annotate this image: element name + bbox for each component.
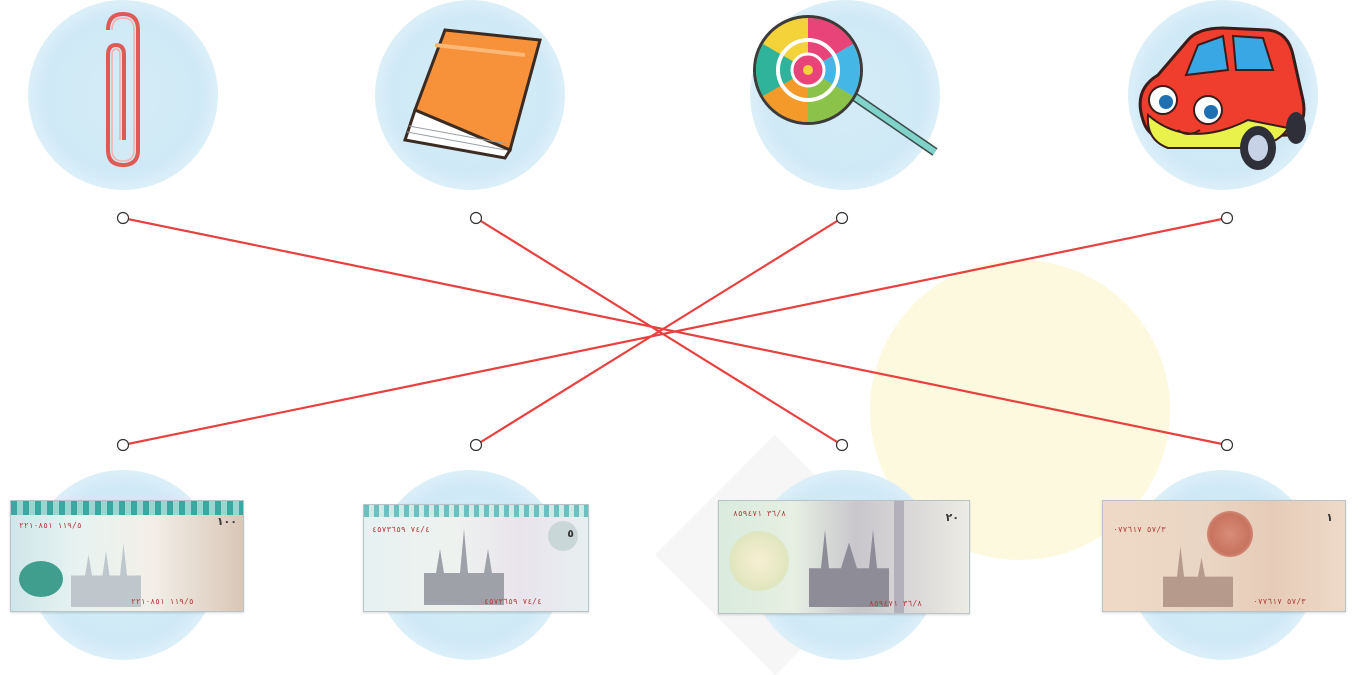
banknote-serial-bottom: ١١٩/٥ ٢٢١٠٨٥١ — [131, 597, 194, 606]
top-anchor-book[interactable] — [469, 211, 483, 225]
bottom-anchor-banknote-1[interactable] — [1220, 438, 1234, 452]
paperclip-card — [28, 0, 218, 190]
banknote-stripe — [894, 501, 904, 613]
book-card — [375, 0, 565, 190]
car-icon — [1138, 26, 1306, 170]
lollipop-card — [750, 0, 940, 190]
banknote-5: ٧٤/٤ ٤٥٧٣٦٥٩ ٧٤/٤ ٤٥٧٣٦٥٩ ٥ — [363, 504, 589, 612]
bottom-anchor-banknote-20[interactable] — [835, 438, 849, 452]
banknote-serial: ٣٦/٨ ٨٥٩٤٧١ — [733, 509, 786, 518]
banknote-1-card: ٥٧/٣ ٠٧٧٦١٧ ٥٧/٣ ٠٧٧٦١٧ ١ — [1102, 470, 1346, 660]
banknote-serial: ٧٤/٤ ٤٥٧٣٦٥٩ — [372, 525, 430, 534]
banknote-serial-bottom: ٧٤/٤ ٤٥٧٣٦٥٩ — [484, 597, 542, 606]
bottom-anchor-banknote-100[interactable] — [116, 438, 130, 452]
banknote-serial-bottom: ٥٧/٣ ٠٧٧٦١٧ — [1253, 597, 1306, 606]
lollipop-icon — [753, 15, 938, 156]
banknote-denomination: ١٠٠ — [216, 515, 237, 528]
banknote-rosette — [729, 531, 789, 591]
bottom-anchor-banknote-5[interactable] — [469, 438, 483, 452]
top-anchor-lollipop[interactable] — [835, 211, 849, 225]
banknote-denomination: ٥ — [567, 527, 574, 540]
banknote-denomination: ١ — [1326, 511, 1333, 524]
banknote-20: ٣٦/٨ ٨٥٩٤٧١ ٣٦/٨ ٨٥٩٤٧١ ٢٠ — [718, 500, 970, 614]
paperclip-icon — [106, 11, 140, 168]
banknote-100-card: ١١٩/٥ ٢٢١٠٨٥١ ١١٩/٥ ٢٢١٠٨٥١ ١٠٠ — [10, 470, 244, 660]
top-anchor-toy-car[interactable] — [1220, 211, 1234, 225]
matching-exercise: ١١٩/٥ ٢٢١٠٨٥١ ١١٩/٥ ٢٢١٠٨٥١ ١٠٠ ٧٤/٤ ٤٥٧… — [10, 0, 1346, 660]
banknote-medallion — [19, 561, 63, 597]
match-lines-layer — [116, 211, 1234, 452]
banknote-medallion — [548, 521, 578, 551]
banknote-serial: ٥٧/٣ ٠٧٧٦١٧ — [1113, 525, 1166, 534]
banknote-border-top — [364, 505, 588, 517]
banknote-serial: ١١٩/٥ ٢٢١٠٨٥١ — [19, 521, 82, 530]
match-line-lollipop-to-banknote-5[interactable] — [475, 217, 843, 446]
book-icon — [403, 28, 542, 160]
banknote-20-card: ٣٦/٨ ٨٥٩٤٧١ ٣٦/٨ ٨٥٩٤٧١ ٢٠ — [718, 470, 970, 660]
banknote-rosette — [1207, 511, 1253, 557]
banknote-5-card: ٧٤/٤ ٤٥٧٣٦٥٩ ٧٤/٤ ٤٥٧٣٦٥٩ ٥ — [363, 470, 589, 660]
banknote-border-top — [11, 501, 243, 515]
banknote-denomination: ٢٠ — [945, 511, 959, 524]
banknote-1: ٥٧/٣ ٠٧٧٦١٧ ٥٧/٣ ٠٧٧٦١٧ ١ — [1102, 500, 1346, 612]
banknote-serial-bottom: ٣٦/٨ ٨٥٩٤٧١ — [869, 599, 922, 608]
banknote-100: ١١٩/٥ ٢٢١٠٨٥١ ١١٩/٥ ٢٢١٠٨٥١ ١٠٠ — [10, 500, 244, 612]
match-line-toy-car-to-banknote-100[interactable] — [122, 216, 1228, 447]
top-anchor-paperclip[interactable] — [116, 211, 130, 225]
car-card — [1128, 0, 1318, 190]
